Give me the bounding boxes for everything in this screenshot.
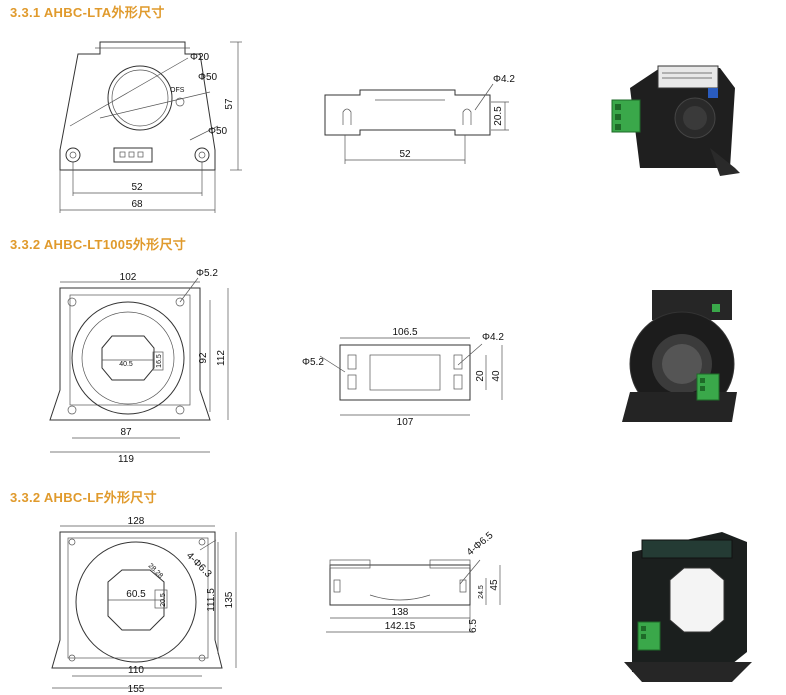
lt1005-side-hole-r: Φ4.2 xyxy=(482,332,504,343)
lf-dim-128: 128 xyxy=(128,516,145,527)
lt1005-side-w: 107 xyxy=(397,417,414,428)
lf-side-h24: 24.5 xyxy=(478,585,485,599)
lf-dim-hole: 4-Φ6.3 xyxy=(184,550,214,580)
lt1005-dim-112: 112 xyxy=(216,350,227,366)
lt1005-dim-hole: Φ5.2 xyxy=(196,268,218,279)
lta-dim-d20: Φ20 xyxy=(190,52,210,63)
lta-side-w: 52 xyxy=(399,149,411,160)
lf-side-hole: 4-Φ6.5 xyxy=(465,530,496,558)
lta-dim-w52: 52 xyxy=(131,182,143,193)
lt1005-side-hole-l: Φ5.2 xyxy=(302,357,324,368)
current-sensor-photo-lta xyxy=(611,65,740,176)
lf-side-w142: 142.15 xyxy=(385,621,416,632)
lf-dim-135: 135 xyxy=(224,591,235,608)
lta-side-h: 20.5 xyxy=(493,106,504,126)
lf-dim-chamfer: 28.28 xyxy=(147,562,164,579)
lf-dim-110: 110 xyxy=(128,665,144,676)
lta-front-drawing: Φ20 Φ50 OFS Φ50 57 52 68 xyxy=(59,41,242,213)
lta-ofs-label: OFS xyxy=(170,87,185,94)
lf-side-w138: 138 xyxy=(392,607,409,618)
lf-front-drawing: 128 4-Φ6.3 28.28 60.5 20.5 111.5 135 110… xyxy=(51,516,237,695)
lta-dim-height: 57 xyxy=(224,98,235,110)
lt1005-dim-102: 102 xyxy=(120,272,137,283)
lt1005-side-h40: 40 xyxy=(491,370,502,382)
lt1005-dim-119: 119 xyxy=(118,454,134,465)
section-title-lta: 3.3.1 AHBC-LTA外形尺寸 xyxy=(10,5,165,20)
lta-dim-d50b: Φ50 xyxy=(208,126,228,137)
lf-side-w6: 6.5 xyxy=(468,619,479,633)
lf-dim-155: 155 xyxy=(128,684,145,695)
section-title-lt1005: 3.3.2 AHBC-LT1005外形尺寸 xyxy=(10,237,187,252)
lf-side-drawing: 4-Φ6.5 24.5 45 138 142.15 6.5 xyxy=(326,530,501,633)
lt1005-side-h20: 20 xyxy=(475,370,486,382)
lt1005-dim-92: 92 xyxy=(198,352,209,364)
lta-side-drawing: Φ4.2 20.5 52 xyxy=(324,74,515,164)
lf-dim-win-w: 60.5 xyxy=(126,589,146,600)
lta-dim-w68: 68 xyxy=(131,199,143,210)
current-sensor-photo-lf xyxy=(624,532,752,682)
current-sensor-photo-lt1005 xyxy=(622,290,737,422)
lt1005-side-top: 106.5 xyxy=(392,327,417,338)
lf-side-h45: 45 xyxy=(489,579,500,591)
lt1005-dim-87: 87 xyxy=(120,427,132,438)
lta-dim-d50a: Φ50 xyxy=(198,72,218,83)
lt1005-front-drawing: 102 Φ5.2 40.5 16.5 92 112 87 119 xyxy=(49,268,229,465)
lt1005-side-drawing: 106.5 Φ5.2 Φ4.2 20 40 107 xyxy=(302,327,504,428)
section-title-lf: 3.3.2 AHBC-LF外形尺寸 xyxy=(10,490,157,505)
lf-dim-win-h: 20.5 xyxy=(160,593,167,607)
lt1005-dim-win-h: 16.5 xyxy=(156,354,163,368)
lf-dim-111: 111.5 xyxy=(206,588,217,612)
lta-side-hole: Φ4.2 xyxy=(493,74,515,85)
lt1005-dim-win-w: 40.5 xyxy=(119,361,133,368)
